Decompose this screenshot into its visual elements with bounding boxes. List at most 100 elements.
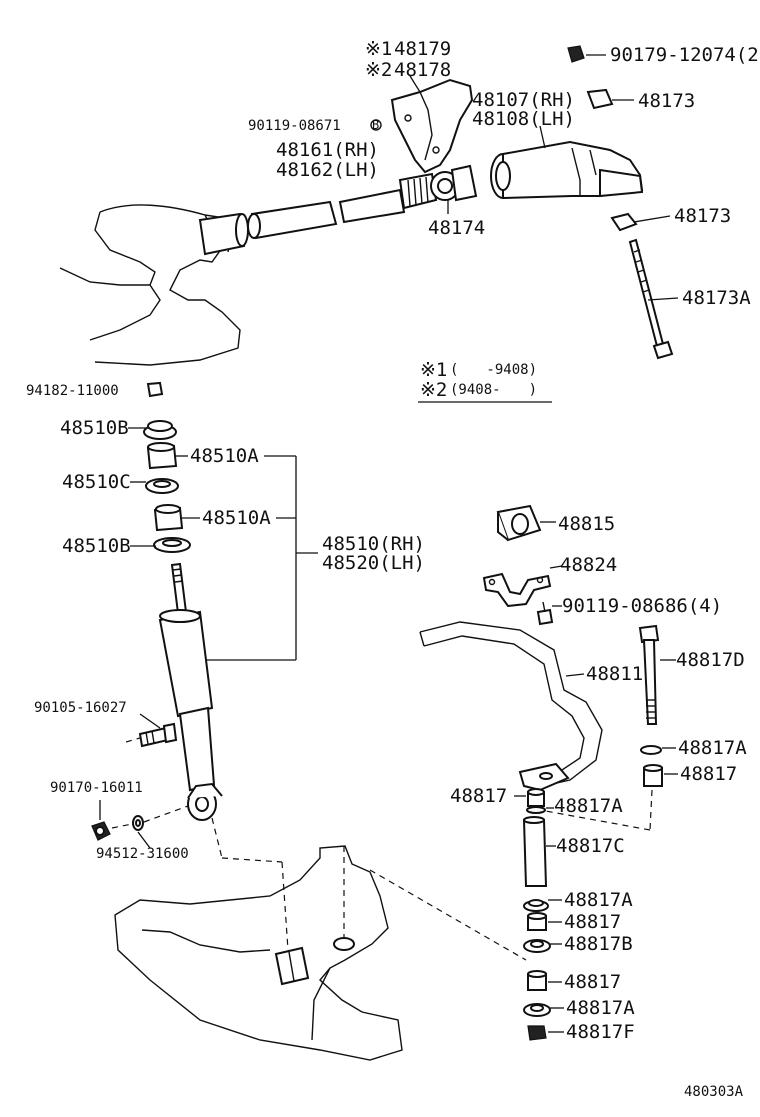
bolt-90119-08686-icon [536, 601, 554, 626]
washer-48817A-stack1 [523, 899, 549, 912]
note-mark-2: ※2 [420, 379, 447, 401]
label-48817A-right: 48817A [678, 737, 747, 759]
dashed-line [125, 737, 141, 743]
label-48817A-left: 48817A [554, 795, 623, 817]
label-48173-top: 48173 [638, 90, 695, 112]
cap-48173-top [586, 88, 614, 110]
washer-48817A-stack2 [523, 1003, 551, 1017]
label-48107: 48107(RH) [472, 89, 575, 111]
label-48173-mid: 48173 [674, 205, 731, 227]
washer-48817A-right [640, 745, 662, 755]
label-48174: 48174 [428, 217, 485, 239]
label-90179: 90179-12074(2) [610, 44, 760, 66]
label-90170: 90170-16011 [50, 780, 143, 796]
nut-90170-icon [91, 821, 111, 841]
leader-line [139, 713, 161, 729]
dashed-line [211, 817, 223, 859]
lower-arm-drawing [114, 845, 403, 1061]
bushing-48817-stack1 [527, 912, 547, 931]
dashed-line [221, 857, 283, 863]
bolt-90119-08671-icon: B [370, 118, 382, 132]
bushing-48817-left [527, 788, 545, 807]
label-48817-right: 48817 [680, 763, 737, 785]
note-range-1: ( -9408) [450, 362, 537, 378]
retainer-48817B [523, 939, 551, 953]
label-48173A: 48173A [682, 287, 751, 309]
label-48817B: 48817B [564, 933, 633, 955]
bushing-48817-right [643, 764, 663, 787]
bushing-48174 [430, 164, 478, 202]
model-year-note: ※1 ( -9408) ※2 (9408- ) [418, 359, 552, 403]
bushing-48815 [496, 504, 542, 542]
retainer-48510C [145, 478, 179, 494]
leader-line [539, 125, 546, 149]
nut-48173 [610, 212, 638, 232]
washer-94512-icon [132, 815, 144, 831]
cushion-48510B-bot [153, 537, 191, 553]
leader-line [549, 565, 563, 569]
nut-94182-icon [146, 381, 164, 398]
washer-48817A-left [526, 806, 546, 814]
collar-48817C [522, 816, 548, 887]
label-48824: 48824 [560, 554, 617, 576]
bushing-48817-stack2 [527, 970, 547, 991]
leader-line [137, 831, 151, 849]
label-48817-stack2: 48817 [564, 971, 621, 993]
label-48510: 48510(RH) [322, 533, 425, 555]
mark-2: ※2 [365, 59, 392, 81]
label-90119-08671: 90119-08671 [248, 118, 341, 134]
label-48815: 48815 [558, 513, 615, 535]
bracket-48824 [482, 572, 552, 608]
label-48510B-top: 48510B [60, 417, 129, 439]
label-48179: 48179 [394, 38, 451, 60]
label-48510B-bot: 48510B [62, 535, 131, 557]
label-48817F: 48817F [566, 1021, 635, 1043]
label-94182: 94182-11000 [26, 383, 119, 399]
label-48817-left: 48817 [450, 785, 507, 807]
label-48817A-stack1: 48817A [564, 889, 633, 911]
bracket-48179 [390, 78, 474, 174]
dashed-line [649, 789, 653, 831]
label-48817C: 48817C [556, 835, 625, 857]
label-48817A-stack2: 48817A [566, 997, 635, 1019]
leader-line [565, 673, 585, 677]
torsion-anchor [490, 140, 644, 200]
label-90105: 90105-16027 [34, 700, 127, 716]
group-bracket-48510 [128, 427, 318, 661]
label-48108: 48108(LH) [472, 108, 575, 130]
dashed-line [111, 823, 133, 829]
dashed-line [539, 809, 651, 831]
bolt-48817D [638, 624, 660, 725]
bolt-mark-label: B [372, 118, 379, 132]
dashed-line [281, 861, 289, 951]
nut-90179 [567, 45, 585, 63]
cushion-48510A-mid [153, 504, 184, 532]
mark-1: ※1 [365, 38, 392, 60]
label-48520: 48520(LH) [322, 552, 425, 574]
label-48811: 48811 [586, 663, 643, 685]
note-range-2: (9408- ) [450, 382, 537, 398]
upper-frame-drawing [59, 204, 249, 366]
cushion-48510B-top [143, 420, 177, 440]
leader-line [647, 297, 679, 301]
dashed-line [143, 805, 189, 823]
label-48510A-top: 48510A [190, 445, 259, 467]
bolt-48173A [628, 238, 674, 360]
torsion-bar [247, 172, 438, 240]
bolt-90105-icon [138, 722, 178, 748]
label-48817-stack1: 48817 [564, 911, 621, 933]
label-48817D: 48817D [676, 649, 745, 671]
dashed-line [369, 869, 527, 961]
label-48162: 48162(LH) [276, 159, 379, 181]
stabilizer-bar-48811 [419, 621, 603, 792]
label-48510A-mid: 48510A [202, 507, 271, 529]
label-90119-08686: 90119-08686(4) [562, 595, 722, 617]
label-94512: 94512-31600 [96, 846, 189, 862]
nut-48817F [527, 1025, 547, 1041]
shock-absorber [158, 562, 223, 821]
label-48178: 48178 [394, 59, 451, 81]
note-mark-1: ※1 [420, 359, 447, 381]
label-48510C: 48510C [62, 471, 131, 493]
